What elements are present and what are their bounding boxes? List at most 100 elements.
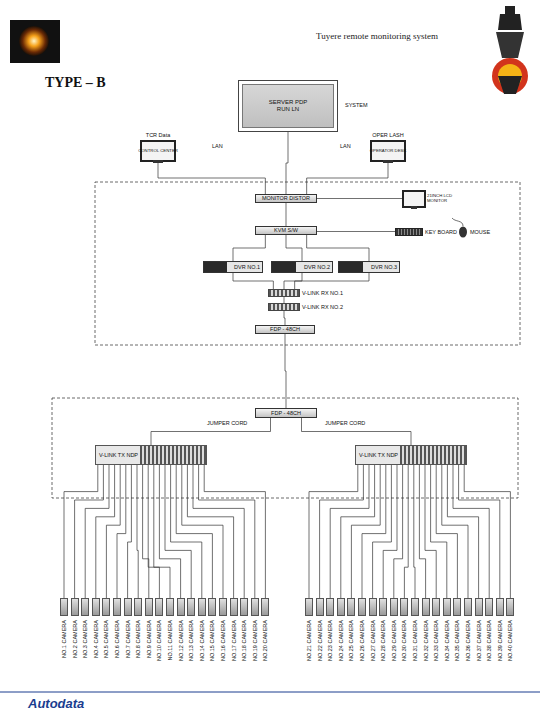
transmitter-rack: V-LINK TX NDP xyxy=(355,445,467,465)
node-text: 21INCH LCD MONITOR xyxy=(427,194,461,204)
node-text: NO.37 CAMERA xyxy=(475,620,481,661)
cable xyxy=(171,465,202,598)
node-text: DVR NO.1 xyxy=(234,264,260,270)
camera-unit: NO.32 CAMERA xyxy=(422,598,430,616)
node-text: V-LINK TX NDP xyxy=(359,452,398,458)
camera-unit: NO.11 CAMERA xyxy=(166,598,174,616)
cable xyxy=(204,465,265,598)
node-text: NO.21 CAMERA xyxy=(306,620,312,661)
cable xyxy=(233,235,265,261)
camera-unit: NO.36 CAMERA xyxy=(464,598,472,616)
camera-unit: NO.35 CAMERA xyxy=(453,598,461,616)
node-text: SERVER PDP xyxy=(269,99,308,106)
cable xyxy=(459,465,500,598)
node-text: NO.28 CAMERA xyxy=(380,620,386,661)
camera-unit: NO.6 CAMERA xyxy=(113,598,121,616)
camera-unit: NO.40 CAMERA xyxy=(506,598,514,616)
camera-unit: NO.3 CAMERA xyxy=(81,598,89,616)
cable xyxy=(341,465,375,598)
dashed-frame xyxy=(95,182,520,345)
camera-unit: NO.38 CAMERA xyxy=(485,598,493,616)
node-text: FDP - 48CH xyxy=(271,410,301,416)
cable xyxy=(320,465,364,598)
cable xyxy=(284,311,285,325)
camera-unit: NO.10 CAMERA xyxy=(155,598,163,616)
camera-unit: NO.13 CAMERA xyxy=(187,598,195,616)
receiver-unit: V-LINK RX NO.2 xyxy=(268,303,300,311)
node-text: DVR NO.2 xyxy=(304,264,330,270)
cable xyxy=(286,235,302,261)
node-text: NO.15 CAMERA xyxy=(209,620,215,661)
node-text: NO.2 CAMERA xyxy=(71,620,77,658)
node-text: NO.27 CAMERA xyxy=(369,620,375,661)
node-text: NO.9 CAMERA xyxy=(146,620,152,658)
transmitter-rack: V-LINK TX NDP xyxy=(95,445,207,465)
camera-unit: NO.21 CAMERA xyxy=(305,598,313,616)
cable xyxy=(64,465,98,598)
cable xyxy=(85,465,109,598)
cable xyxy=(75,465,104,598)
node-text: NO.12 CAMERA xyxy=(177,620,183,661)
camera-unit: NO.39 CAMERA xyxy=(496,598,504,616)
camera-unit: NO.28 CAMERA xyxy=(379,598,387,616)
logo-right xyxy=(492,6,528,94)
cable xyxy=(106,465,120,598)
camera-unit: NO.5 CAMERA xyxy=(102,598,110,616)
cable xyxy=(362,465,386,598)
camera-unit: NO.14 CAMERA xyxy=(198,598,206,616)
node-text: NO.23 CAMERA xyxy=(327,620,333,661)
camera-unit: NO.23 CAMERA xyxy=(326,598,334,616)
cable xyxy=(295,273,369,289)
camera-unit: NO.37 CAMERA xyxy=(475,598,483,616)
node-text: NO.26 CAMERA xyxy=(359,620,365,661)
cable xyxy=(436,465,457,598)
cable xyxy=(373,465,392,598)
camera-unit: NO.24 CAMERA xyxy=(337,598,345,616)
cable xyxy=(285,334,286,408)
cable xyxy=(317,231,395,232)
diagram-title: TYPE – B xyxy=(45,75,106,91)
node-text: NO.30 CAMERA xyxy=(401,620,407,661)
camera-unit: NO.16 CAMERA xyxy=(219,598,227,616)
cable xyxy=(187,465,233,598)
node-text: NO.18 CAMERA xyxy=(241,620,247,661)
node-text: NO.39 CAMERA xyxy=(497,620,503,661)
camera-unit: NO.31 CAMERA xyxy=(411,598,419,616)
cable xyxy=(193,465,244,598)
node-text: V-LINK RX NO.1 xyxy=(302,290,343,296)
node-text: NO.7 CAMERA xyxy=(124,620,130,658)
node-text: NO.3 CAMERA xyxy=(82,620,88,658)
cable xyxy=(309,465,358,598)
footer-rule xyxy=(0,692,540,693)
cable-label: JUMPER CORD xyxy=(207,420,247,426)
cable xyxy=(447,465,478,598)
cable xyxy=(154,465,170,598)
cable xyxy=(307,235,369,261)
monitor-screen: TCR DataCONTROL CENTER xyxy=(140,140,176,162)
camera-unit: NO.26 CAMERA xyxy=(358,598,366,616)
camera-unit: NO.9 CAMERA xyxy=(145,598,153,616)
camera-unit: NO.22 CAMERA xyxy=(316,598,324,616)
node-text: NO.24 CAMERA xyxy=(338,620,344,661)
camera-unit: NO.8 CAMERA xyxy=(134,598,142,616)
node-text: NO.22 CAMERA xyxy=(316,620,322,661)
camera-unit: NO.4 CAMERA xyxy=(92,598,100,616)
cable xyxy=(159,465,180,598)
dvr-unit: DVR NO.3 xyxy=(338,261,400,273)
node-text: NO.19 CAMERA xyxy=(252,620,258,661)
node-text: NO.29 CAMERA xyxy=(391,620,397,661)
camera-unit: NO.30 CAMERA xyxy=(400,598,408,616)
page-header: Tuyere remote monitoring system xyxy=(316,31,438,41)
camera-unit: NO.33 CAMERA xyxy=(432,598,440,616)
cable xyxy=(302,418,412,445)
cable xyxy=(199,465,255,598)
network-label: LAN xyxy=(340,143,351,149)
cable xyxy=(233,273,273,289)
cable xyxy=(117,465,126,598)
patch-panel: FDP - 48CH xyxy=(255,325,315,334)
cable xyxy=(404,465,408,598)
node-text: NO.8 CAMERA xyxy=(135,620,141,658)
lcd-monitor: 21INCH LCD MONITOR xyxy=(402,190,426,208)
cable xyxy=(330,465,369,598)
camera-unit: NO.1 CAMERA xyxy=(60,598,68,616)
